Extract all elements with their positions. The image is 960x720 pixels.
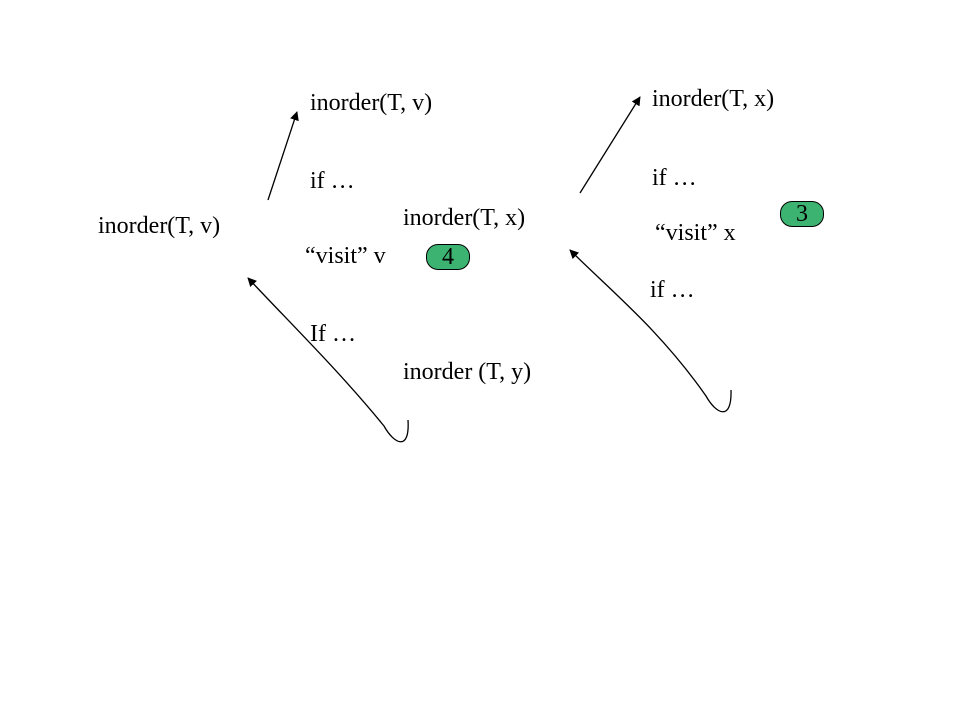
right-visit-line: “visit” x xyxy=(655,220,736,246)
middle-visit-line: “visit” v xyxy=(305,243,386,269)
return-arrow-y xyxy=(247,277,409,443)
right-if-line-2: if … xyxy=(650,277,695,303)
visit-order-badge-4: 4 xyxy=(426,244,470,270)
call-arrow-v xyxy=(267,111,299,201)
return-arrow-x xyxy=(569,249,732,413)
middle-header: inorder(T, v) xyxy=(310,90,433,116)
left-call-label: inorder(T, v) xyxy=(98,213,221,239)
right-if-line: if … xyxy=(652,165,697,191)
right-header: inorder(T, x) xyxy=(652,86,775,112)
middle-recursive-call-x: inorder(T, x) xyxy=(403,205,526,231)
middle-if-line-2: If … xyxy=(310,321,356,347)
call-arrow-x xyxy=(579,96,641,194)
visit-order-badge-3: 3 xyxy=(780,201,824,227)
middle-if-line: if … xyxy=(310,168,355,194)
middle-recursive-call-y: inorder (T, y) xyxy=(403,359,532,385)
